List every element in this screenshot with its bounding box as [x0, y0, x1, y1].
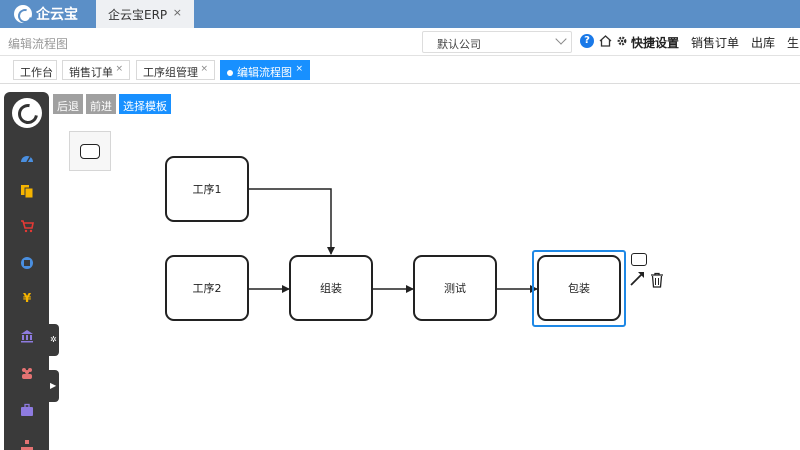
top-header: 企云宝 企云宝ERP × — [0, 0, 800, 28]
tab-strip: 工作台 销售订单 × 工序组管理 × 编辑流程图 × — [0, 57, 800, 84]
tab-label: 工作台 — [20, 66, 53, 79]
sub-header: 编辑流程图 — [0, 28, 800, 56]
company-select-value: 默认公司 — [437, 38, 481, 51]
app-logo[interactable]: 企云宝 — [14, 4, 78, 24]
dashboard-icon[interactable] — [20, 151, 34, 165]
selection-frame — [532, 250, 626, 327]
rounded-rect-shape-icon[interactable] — [80, 144, 100, 159]
tab-sales-order[interactable]: 销售订单 × — [62, 60, 130, 80]
flow-node-assembly[interactable]: 组装 — [289, 255, 373, 321]
connect-arrow-icon[interactable] — [630, 270, 646, 286]
gear-icon[interactable] — [616, 35, 628, 47]
app-tab-label: 企云宝ERP — [108, 7, 168, 22]
link-quick-settings[interactable]: 快捷设置 — [631, 36, 680, 50]
app-tab-close-icon[interactable]: × — [172, 6, 182, 19]
tab-close-icon[interactable]: × — [295, 64, 303, 74]
bank-icon[interactable] — [20, 329, 34, 343]
sidebar: ¥ — [4, 92, 49, 450]
back-button[interactable]: 后退 — [53, 94, 83, 114]
briefcase-icon[interactable] — [20, 403, 34, 417]
breadcrumb: 编辑流程图 — [8, 37, 69, 51]
node-label: 组装 — [320, 282, 342, 295]
node-label: 包装 — [568, 282, 590, 295]
tab-label: 编辑流程图 — [237, 66, 292, 79]
chevron-right-icon: ▶ — [50, 381, 57, 390]
documents-icon[interactable] — [20, 184, 34, 198]
node-label: 工序1 — [192, 183, 222, 196]
org-icon[interactable] — [20, 440, 34, 450]
cart-icon[interactable] — [20, 219, 34, 233]
link-production[interactable]: 生 — [787, 36, 800, 50]
edge-n1-n3 — [249, 188, 335, 255]
link-sales-order[interactable]: 销售订单 — [691, 36, 740, 50]
tab-edit-flowchart[interactable]: 编辑流程图 × — [220, 60, 310, 80]
active-dot-icon — [227, 70, 233, 76]
shape-palette — [69, 131, 111, 171]
yen-icon[interactable]: ¥ — [22, 291, 32, 305]
tab-close-icon[interactable]: × — [200, 64, 208, 74]
forward-button[interactable]: 前进 — [86, 94, 116, 114]
app-tab[interactable]: 企云宝ERP × — [96, 0, 194, 28]
company-select[interactable]: 默认公司 — [422, 31, 572, 53]
tab-process-group[interactable]: 工序组管理 × — [136, 60, 215, 80]
package-icon[interactable] — [20, 256, 34, 270]
flow-node-process2[interactable]: 工序2 — [165, 255, 249, 321]
link-outbound[interactable]: 出库 — [751, 36, 776, 50]
tab-label: 工序组管理 — [143, 66, 198, 79]
settings-small-icon: ✲ — [50, 335, 57, 344]
logo-text: 企云宝 — [36, 7, 78, 23]
sidebar-expand-handle[interactable]: ▶ — [49, 370, 59, 402]
flow-node-process1[interactable]: 工序1 — [165, 156, 249, 222]
flow-node-testing[interactable]: 测试 — [413, 255, 497, 321]
tab-label: 销售订单 — [69, 66, 113, 79]
append-shape-icon[interactable] — [631, 253, 647, 266]
flow-node-packaging[interactable]: 包装 — [537, 255, 621, 321]
logo-mark-icon — [14, 5, 32, 23]
top-links: 快捷设置 销售订单 出库 生 — [631, 34, 800, 51]
node-label: 测试 — [444, 282, 466, 295]
people-icon[interactable] — [20, 366, 34, 380]
tab-close-icon[interactable]: × — [115, 64, 123, 74]
sidebar-logo-icon[interactable] — [12, 98, 42, 128]
sidebar-collapse-handle[interactable]: ✲ — [49, 324, 59, 356]
help-icon[interactable]: ? — [580, 34, 594, 48]
home-icon[interactable] — [599, 35, 612, 47]
choose-template-button[interactable]: 选择模板 — [119, 94, 171, 114]
tab-workbench[interactable]: 工作台 — [13, 60, 57, 80]
trash-icon[interactable] — [650, 272, 664, 288]
node-label: 工序2 — [192, 282, 222, 295]
